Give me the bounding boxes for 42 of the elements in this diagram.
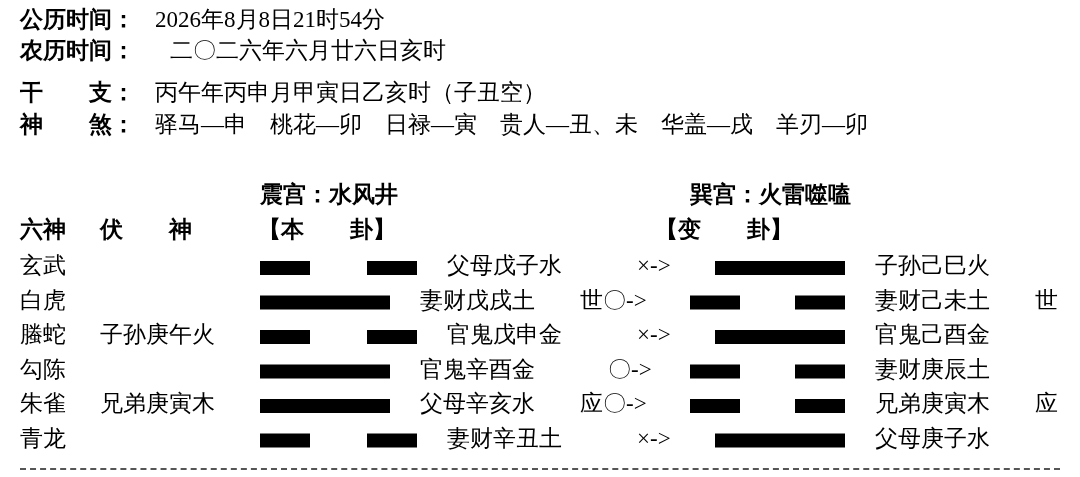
change-marker: 〇-> — [608, 355, 652, 384]
changed-line-text: 子孙己巳火 — [875, 252, 990, 280]
changed-line-text: 妻财己未土 — [875, 286, 990, 315]
column-header: 伏 神 — [100, 216, 192, 244]
changed-line-text: 兄弟庚寅木 — [875, 390, 990, 418]
changed-line-text: 官鬼己酉金 — [875, 321, 990, 349]
shi-ying-mark: 应 — [1035, 390, 1058, 418]
changed-line-text: 妻财庚辰土 — [875, 355, 990, 384]
field-label: 神 煞： — [20, 111, 135, 139]
spirit-name: 玄武 — [20, 252, 66, 280]
change-marker: 应〇-> — [580, 390, 647, 418]
column-header: 六神 — [20, 216, 66, 244]
field-label: 公历时间： — [20, 6, 135, 34]
spirit-name: 青龙 — [20, 424, 66, 453]
spirit-name: 螣蛇 — [20, 321, 66, 349]
change-marker: ×-> — [637, 424, 671, 453]
palace-title: 巽宫：火雷噬嗑 — [690, 181, 851, 209]
palace-title: 震宫：水风井 — [260, 181, 398, 209]
spirit-name: 朱雀 — [20, 390, 66, 418]
change-marker: ×-> — [637, 252, 671, 280]
field-value: 二〇二六年六月廿六日亥时 — [170, 37, 446, 65]
field-value: 驿马—申 桃花—卯 日禄—寅 贵人—丑、未 华盖—戌 羊刃—卯 — [155, 111, 868, 139]
line-text: 父母戊子水 — [447, 252, 562, 280]
column-header: 【变 卦】 — [655, 216, 793, 244]
column-header: 【本 卦】 — [258, 216, 396, 244]
field-label: 农历时间： — [20, 37, 135, 65]
changed-line-text: 父母庚子水 — [875, 424, 990, 453]
change-marker: 世〇-> — [580, 286, 647, 315]
line-text: 官鬼辛酉金 — [420, 355, 535, 384]
shi-ying-mark: 世 — [1035, 286, 1058, 315]
spirit-name: 勾陈 — [20, 355, 66, 384]
line-text: 妻财辛丑土 — [447, 424, 562, 453]
field-value: 丙午年丙申月甲寅日乙亥时（子丑空） — [155, 79, 546, 107]
field-label: 干 支： — [20, 79, 135, 107]
change-marker: ×-> — [637, 321, 671, 349]
field-value: 2026年8月8日21时54分 — [155, 6, 385, 34]
spirit-name: 白虎 — [20, 286, 66, 315]
hidden-spirit-text: 子孙庚午火 — [100, 321, 215, 349]
line-text: 官鬼戊申金 — [447, 321, 562, 349]
line-text: 父母辛亥水 — [420, 390, 535, 418]
line-text: 妻财戊戌土 — [420, 286, 535, 315]
hidden-spirit-text: 兄弟庚寅木 — [100, 390, 215, 418]
